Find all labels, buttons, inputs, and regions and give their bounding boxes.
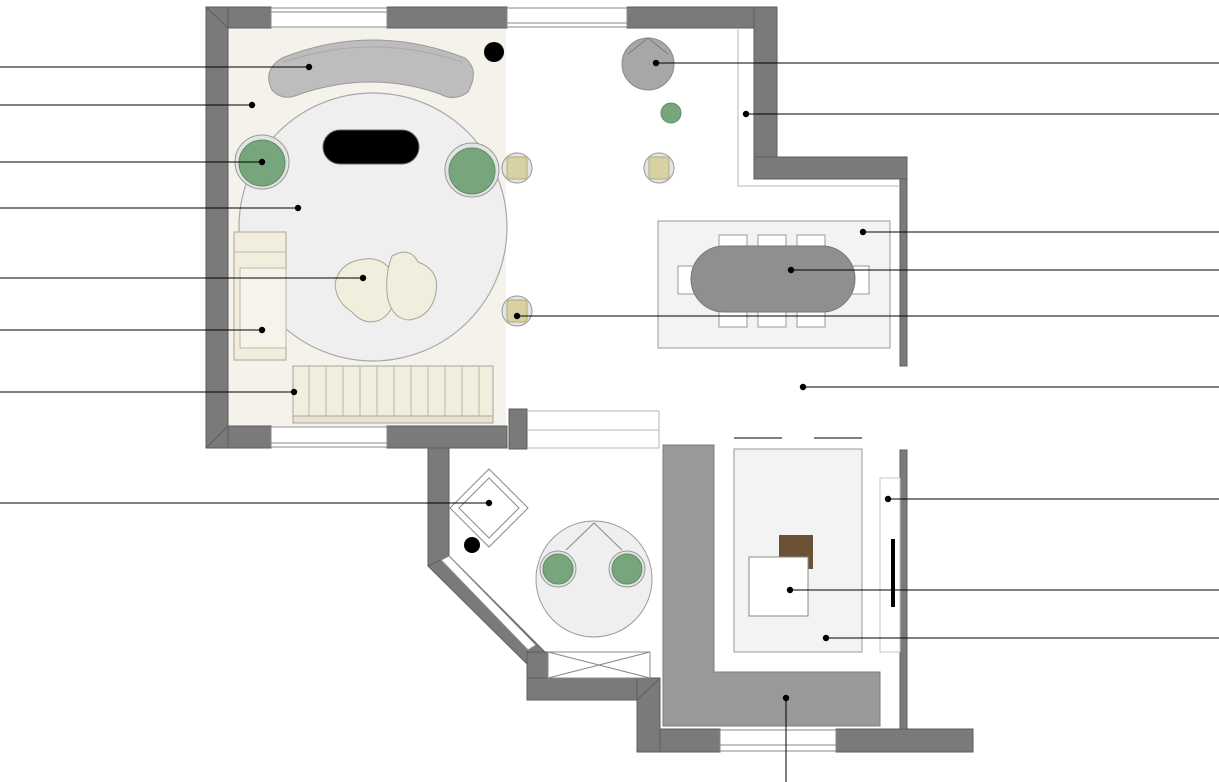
wall-shelf <box>879 477 901 653</box>
callout-dot-15 <box>884 495 892 503</box>
wall-partition-stub <box>508 408 528 450</box>
callout-dot-16 <box>786 586 794 594</box>
wall-screen <box>891 539 895 607</box>
callout-dot-10 <box>742 110 750 118</box>
round-table-top <box>535 520 653 638</box>
wall-living-bottom-a <box>227 425 272 449</box>
round-armchair-top-body <box>621 37 675 91</box>
round-dining-table <box>535 520 653 638</box>
callout-dot-18 <box>782 694 790 702</box>
floor-lamp <box>484 42 504 62</box>
wall-right-step <box>753 156 908 180</box>
nook-chair-right-seat <box>611 553 643 585</box>
small-plant <box>660 102 682 124</box>
curved-sofa-back <box>283 46 463 63</box>
inner-edges <box>527 28 900 449</box>
wall-corner-marks <box>205 6 661 701</box>
wall-living-bottom-b <box>386 425 508 449</box>
round-armchair-top <box>621 37 675 91</box>
wall-living-top-a <box>227 6 272 29</box>
callout-dot-4 <box>294 204 302 212</box>
nook-chair-left-seat <box>542 553 574 585</box>
armchair-right-seat <box>448 147 496 195</box>
window-top-centre <box>506 7 628 28</box>
callout-dot-11 <box>859 228 867 236</box>
dining-table <box>690 245 856 313</box>
callout-dot-1 <box>305 63 313 71</box>
pouf-centre-seat <box>648 156 670 180</box>
window-living-top <box>270 7 388 28</box>
callout-dot-6 <box>258 326 266 334</box>
callout-dot-17 <box>822 634 830 642</box>
kitchen-counter <box>662 444 881 727</box>
round-armchair-top-back <box>627 37 669 55</box>
sideboard <box>292 365 494 424</box>
window-nook-bottom-cross-b <box>547 651 651 679</box>
callout-dot-12 <box>787 266 795 274</box>
pouf-upper-seat <box>506 156 528 180</box>
armchair-right <box>444 142 500 198</box>
side-sofa <box>233 231 287 361</box>
round-rug <box>238 92 508 362</box>
callout-dot-5 <box>359 274 367 282</box>
coffee-table <box>322 129 420 165</box>
window-living-bottom <box>270 426 388 448</box>
desk-item-white <box>748 556 809 617</box>
round-table-lines <box>565 522 623 551</box>
windows <box>270 7 837 752</box>
plant-stand <box>449 468 529 548</box>
nook-lamp <box>464 537 480 553</box>
callout-leaders <box>0 59 1219 782</box>
callout-dot-9 <box>652 59 660 67</box>
sideboard-slats <box>308 366 480 416</box>
wall-living-left <box>205 6 229 449</box>
side-sofa-seat <box>239 267 287 349</box>
pouf-centre <box>643 152 675 184</box>
corner-mark-nook <box>636 677 661 701</box>
plant-stand-inner <box>458 477 520 539</box>
wall-right-upper <box>753 6 778 180</box>
curved-sofa <box>268 39 474 98</box>
callout-dot-3 <box>258 158 266 166</box>
corner-mark-bottom-left <box>205 425 229 449</box>
wall-living-top-b <box>386 6 508 29</box>
callout-dot-8 <box>485 499 493 507</box>
window-nook-diagonal <box>440 555 537 651</box>
sideboard-base <box>292 415 494 424</box>
callout-dot-2 <box>248 101 256 109</box>
callout-dot-14 <box>799 383 807 391</box>
lounge-chair-right <box>386 251 438 321</box>
corner-mark-top-left <box>205 6 229 29</box>
inner-edge-right <box>737 28 900 187</box>
pouf-upper <box>501 152 533 184</box>
sideboard-body <box>292 365 494 424</box>
pouf-lower <box>501 295 533 327</box>
window-bottom-right <box>719 729 837 752</box>
wall-right-thin-upper <box>899 178 908 367</box>
callout-dot-13 <box>513 312 521 320</box>
wall-nook-left <box>427 447 450 567</box>
callout-dot-7 <box>290 388 298 396</box>
lounge-chairs <box>334 251 438 323</box>
wall-bottom-right-b <box>835 728 974 753</box>
